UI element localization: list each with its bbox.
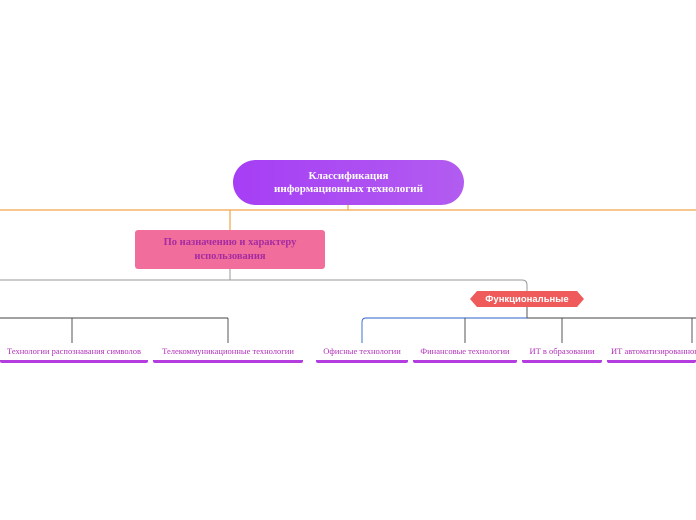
topic-by-purpose-line1: По назначению и характеру xyxy=(163,236,297,248)
root-topic-label: Классификация информационных технологий xyxy=(274,170,423,196)
topic-by-purpose-line2: использования xyxy=(194,250,266,262)
topic-functional-label: Функциональные xyxy=(485,293,569,305)
leaf-finance[interactable]: Финансовые технологии xyxy=(413,343,517,363)
leaf-label: Финансовые технологии xyxy=(420,346,510,356)
leaf-office[interactable]: Офисные технологии xyxy=(316,343,408,363)
leaf-label: Телекоммуникационные технологии xyxy=(162,346,294,356)
topic-functional[interactable]: Функциональные xyxy=(470,291,584,307)
leaf-telecom[interactable]: Телекоммуникационные технологии xyxy=(153,343,303,363)
purpose-children-connector xyxy=(0,317,229,343)
leaf-label: ИТ автоматизированного xyxy=(611,346,696,356)
purpose-connector xyxy=(0,269,528,291)
leaf-education[interactable]: ИТ в образовании xyxy=(522,343,602,363)
topic-by-purpose[interactable]: По назначению и характеру использования xyxy=(135,230,325,269)
functional-leaves-connector xyxy=(464,317,696,343)
root-topic[interactable]: Классификация информационных технологий xyxy=(233,160,464,205)
root-topic-line1: Классификация xyxy=(308,169,389,182)
leaf-symbol-recognition[interactable]: Технологии распознавания символов xyxy=(0,343,148,363)
topic-by-purpose-label: По назначению и характеру использования xyxy=(164,236,297,264)
leaf-label: Технологии распознавания символов xyxy=(6,346,142,356)
leaf-label: ИТ в образовании xyxy=(529,346,595,356)
root-topic-line2: информационных технологий xyxy=(274,182,423,195)
root-connector xyxy=(0,205,696,230)
leaf-automation[interactable]: ИТ автоматизированного xyxy=(607,343,696,363)
leaf-label: Офисные технологии xyxy=(323,346,401,356)
functional-first-leaf-connector xyxy=(361,317,527,343)
